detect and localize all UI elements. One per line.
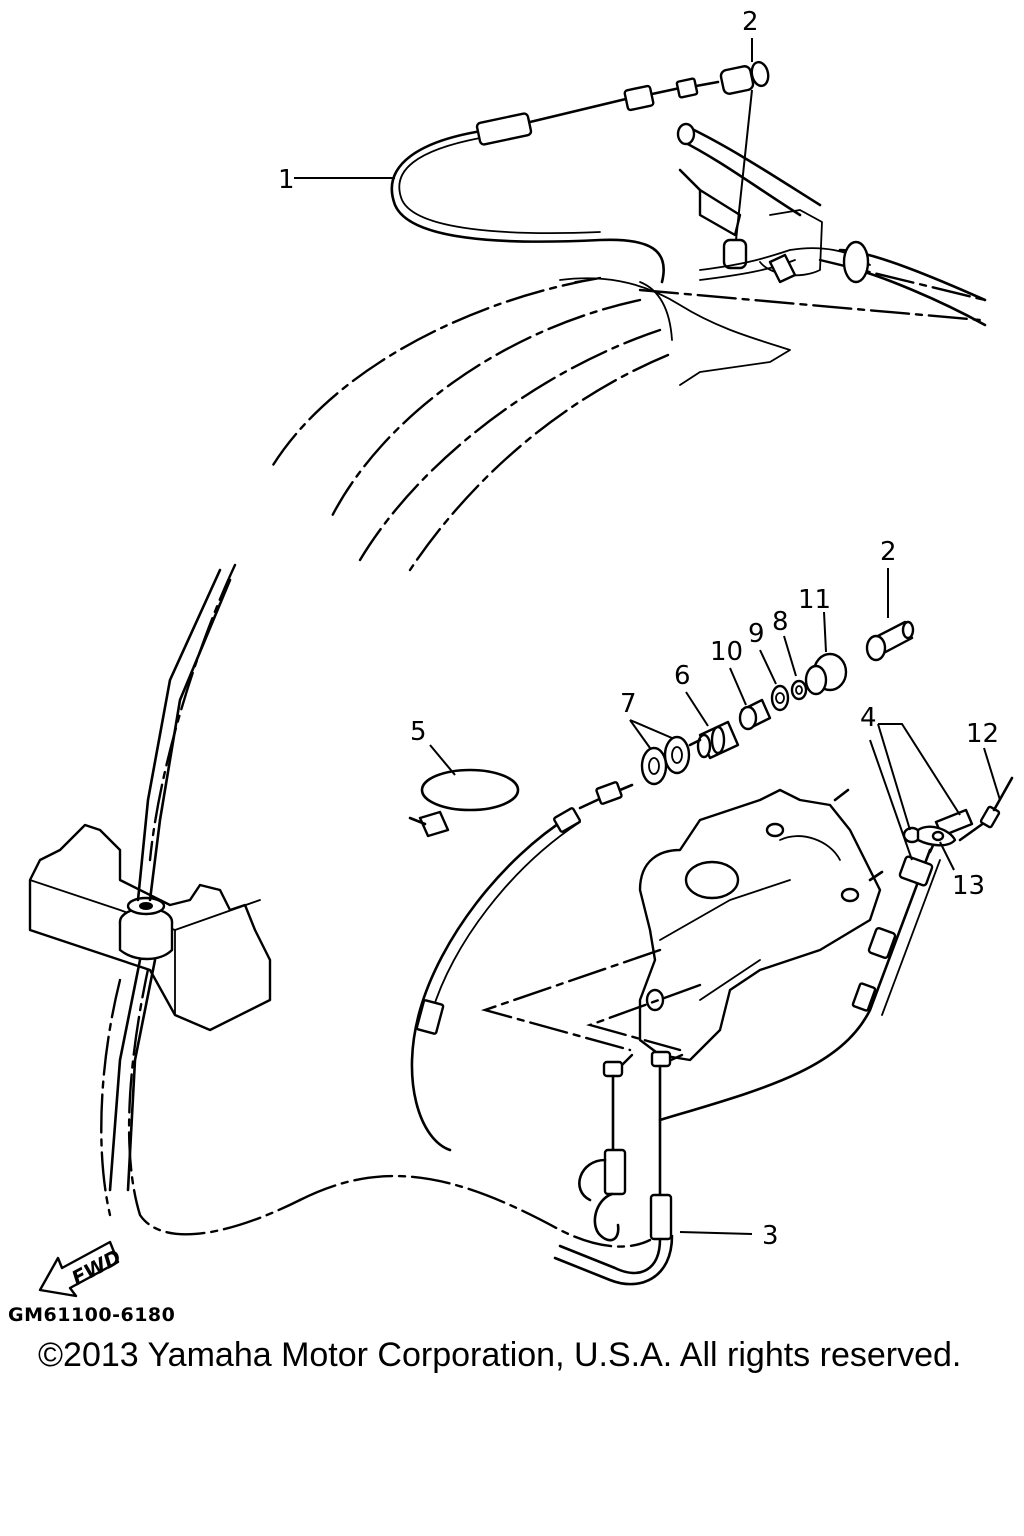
throttle-cable (390, 60, 770, 284)
steering-assembly (676, 122, 987, 327)
fwd-arrow: FWD (38, 1240, 125, 1298)
callout-6: 6 (674, 661, 691, 691)
jet-pump-housing (638, 788, 884, 1062)
callout-12: 12 (966, 719, 999, 749)
steering-cable (410, 781, 634, 1152)
right-cable-assembly (658, 776, 1014, 1122)
callout-11: 11 (798, 585, 831, 615)
callouts: 1 2 2 11 8 9 10 6 7 5 4 (278, 7, 1001, 1251)
steering-cable-parts (640, 620, 915, 786)
callout-3: 3 (762, 1221, 779, 1251)
callout-2-mid: 2 (880, 537, 897, 567)
diagram-code: GM61100-6180 (8, 1304, 176, 1326)
cable-end-fittings (553, 1050, 674, 1286)
callout-1: 1 (278, 165, 295, 195)
left-bracket-block (28, 568, 272, 1192)
callout-13: 13 (952, 871, 985, 901)
copyright-notice: ©2013 Yamaha Motor Corporation, U.S.A. A… (38, 1336, 962, 1374)
hull-outline (100, 258, 987, 1248)
callout-4: 4 (860, 703, 877, 733)
callout-8: 8 (772, 607, 789, 637)
callout-2-top: 2 (742, 7, 759, 37)
parts-diagram: FWD 1 2 2 11 8 9 10 6 7 5 (28, 7, 1014, 1298)
callout-9: 9 (748, 619, 765, 649)
callout-7: 7 (620, 689, 637, 719)
callout-10: 10 (710, 637, 743, 667)
callout-5: 5 (410, 717, 427, 747)
clamp-band (408, 768, 520, 838)
